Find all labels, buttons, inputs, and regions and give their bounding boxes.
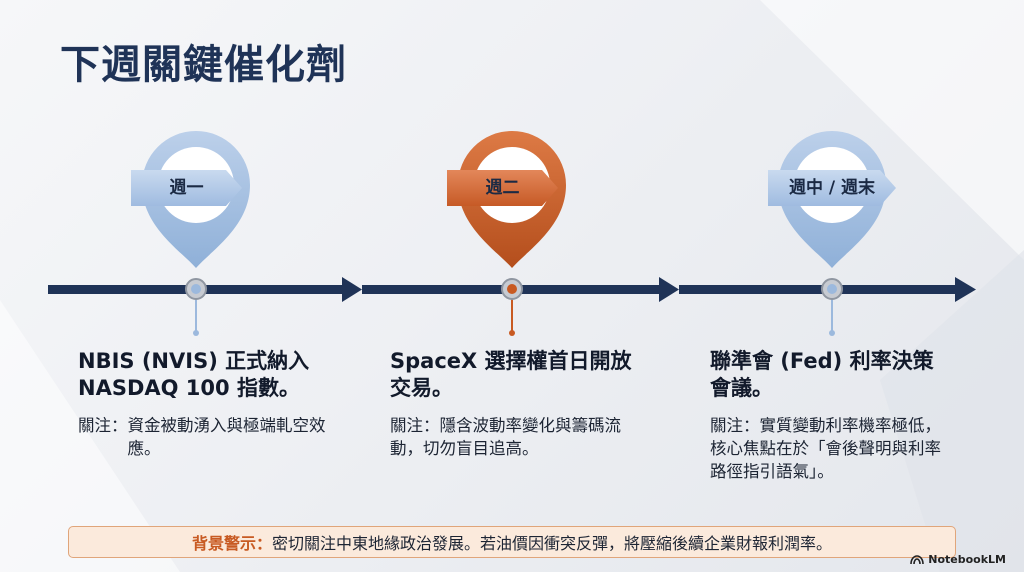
pin-label-tuesday: 週二 — [485, 178, 520, 198]
note-text: 隱含波動率變化與籌碼流動，切勿盲目追高。 — [390, 416, 621, 458]
notebooklm-logo-icon — [910, 554, 925, 564]
event-midweek-weekend: 聯準會 (Fed) 利率決策 會議。 關注：實質變動利率機率極低，核心焦點在於「… — [710, 348, 1000, 483]
pin-tag-midweek-weekend — [768, 170, 896, 206]
banner-label: 背景警示： — [191, 534, 272, 553]
pin-midweek-weekend — [768, 131, 896, 336]
event-note: 關注： 資金被動湧入與極端軋空效應。 — [78, 414, 368, 460]
event-title-line: NASDAQ 100 指數。 — [78, 376, 300, 400]
note-prefix: 關注： — [710, 416, 760, 435]
event-monday: NBIS (NVIS) 正式納入 NASDAQ 100 指數。 關注： 資金被動… — [78, 348, 368, 460]
note-prefix: 關注： — [390, 416, 440, 435]
event-note: 關注：隱含波動率變化與籌碼流動，切勿盲目追高。 — [390, 414, 640, 460]
timeline-arrow-3 — [679, 277, 976, 302]
pin-tag-tuesday — [447, 170, 558, 206]
event-title: 聯準會 (Fed) 利率決策 會議。 — [710, 348, 1000, 402]
event-title-line: 聯準會 (Fed) 利率決策 — [710, 349, 934, 373]
brand-name: NotebookLM — [928, 553, 1006, 566]
brand-watermark: NotebookLM — [910, 553, 1006, 566]
pin-label-midweek-weekend: 週中 / 週末 — [788, 178, 876, 198]
note-text: 資金被動湧入與極端軋空效應。 — [127, 416, 326, 458]
event-note: 關注：實質變動利率機率極低，核心焦點在於「會後聲明與利率路徑指引語氣」。 — [710, 414, 950, 483]
note-prefix: 關注： — [78, 416, 128, 435]
pin-monday — [131, 131, 250, 336]
event-title-line: NBIS (NVIS) 正式納入 — [78, 349, 310, 373]
pin-label-monday: 週一 — [169, 178, 204, 198]
event-tuesday: SpaceX 選擇權首日開放 交易。 關注：隱含波動率變化與籌碼流動，切勿盲目追… — [390, 348, 680, 460]
event-title-line: 會議。 — [710, 376, 773, 400]
page-title: 下週關鍵催化劑 — [60, 42, 347, 88]
event-title-line: 交易。 — [390, 376, 453, 400]
background-warning-banner: 背景警示： 密切關注中東地緣政治發展。若油價因衝突反彈，將壓縮後續企業財報利潤率… — [68, 526, 956, 558]
event-title: SpaceX 選擇權首日開放 交易。 — [390, 348, 680, 402]
pin-tag-monday — [131, 170, 242, 206]
note-text: 實質變動利率機率極低，核心焦點在於「會後聲明與利率路徑指引語氣」。 — [710, 416, 941, 481]
event-title-line: SpaceX 選擇權首日開放 — [390, 349, 632, 373]
event-title: NBIS (NVIS) 正式納入 NASDAQ 100 指數。 — [78, 348, 368, 402]
pin-tuesday — [447, 131, 566, 336]
banner-text: 密切關注中東地緣政治發展。若油價因衝突反彈，將壓縮後續企業財報利潤率。 — [272, 534, 833, 553]
